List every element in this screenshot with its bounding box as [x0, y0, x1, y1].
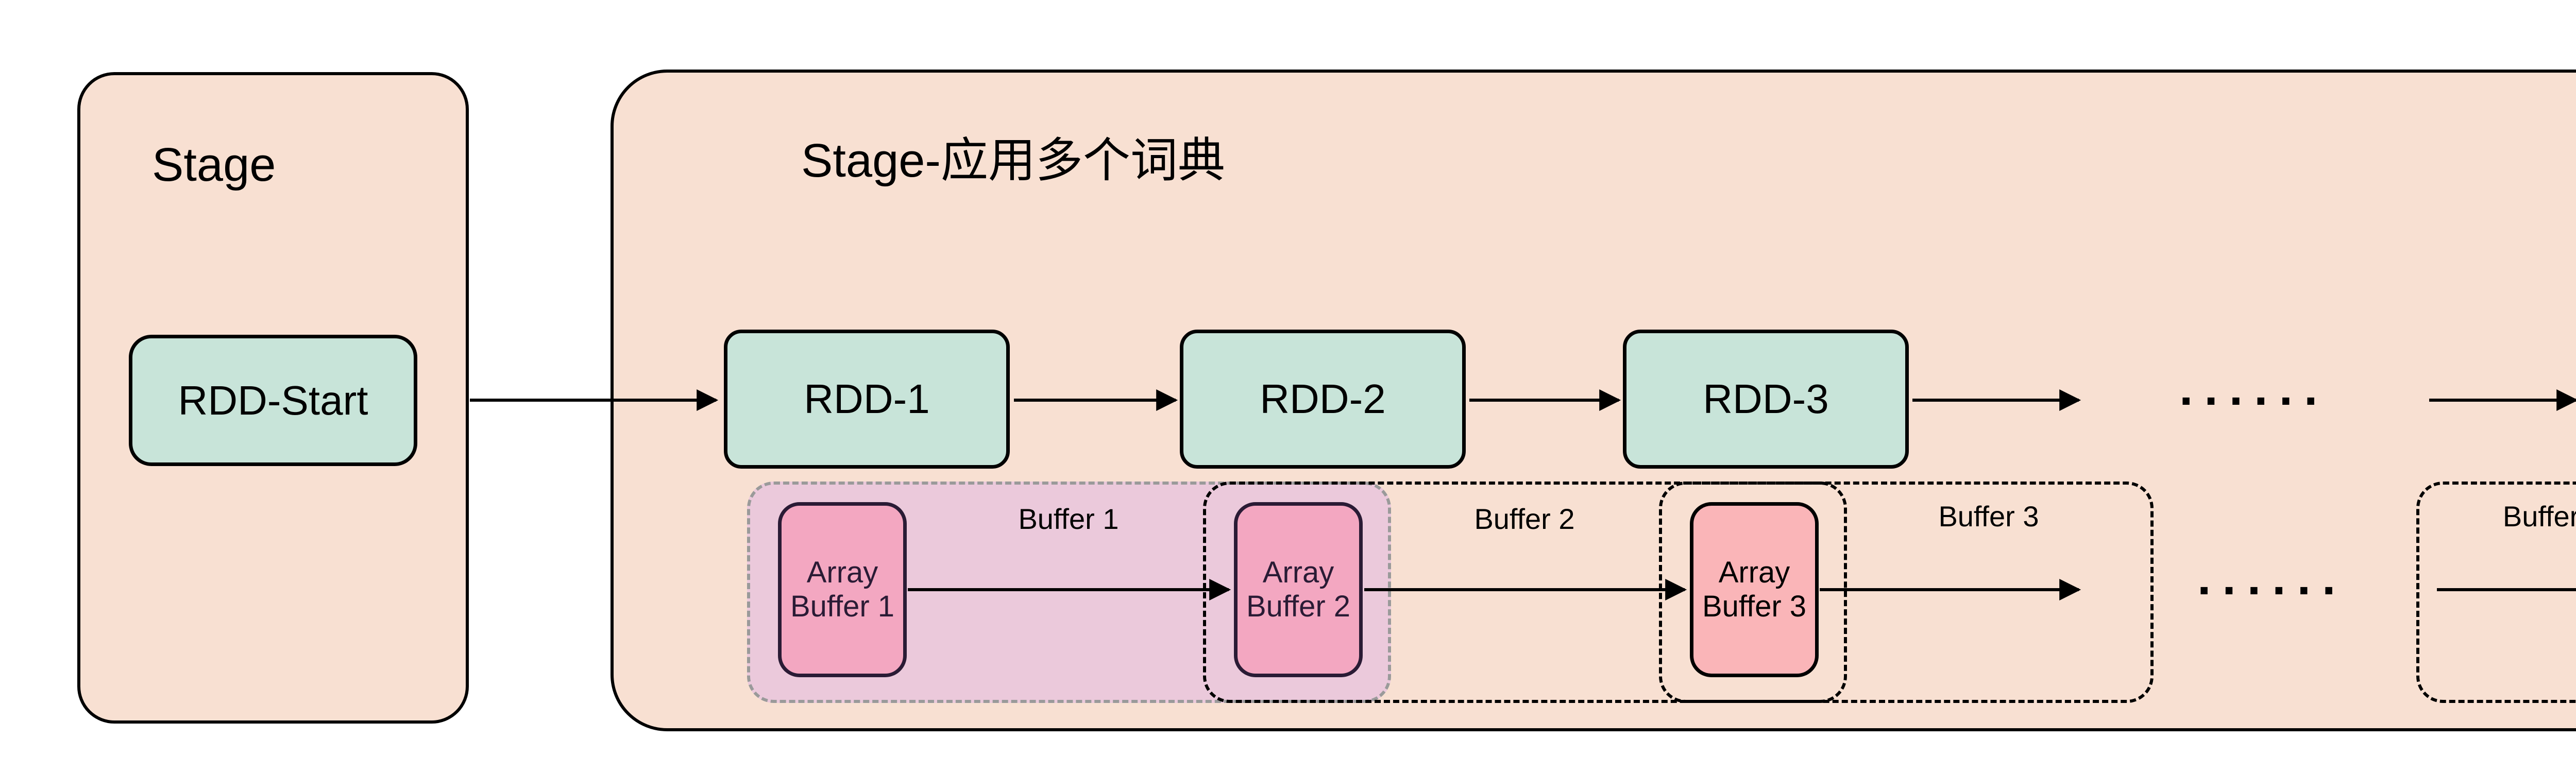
node-rdd-start: RDD-Start [129, 335, 417, 466]
node-array-buffer-2: Array Buffer 2 [1234, 502, 1363, 677]
buffer-region-label-2: Buffer 2 [1474, 503, 1575, 535]
node-rdd-3: RDD-3 [1623, 330, 1909, 469]
node-array-buffer-3: Array Buffer 3 [1690, 502, 1819, 677]
buffer-region-label-3: Buffer 3 [1938, 500, 2039, 532]
node-rdd-1: RDD-1 [724, 330, 1010, 469]
node-rdd-2: RDD-2 [1180, 330, 1466, 469]
buffer-region-3 [1659, 482, 2154, 703]
node-array-buffer-1: Array Buffer 1 [778, 502, 907, 677]
ellipsis-bottom: ...... [2197, 551, 2347, 605]
buffer-region-label-n-1: Buffer N-1 [2502, 500, 2576, 532]
stage-title-middle: Stage-应用多个词典 [801, 134, 1226, 187]
stage-title-left: Stage [152, 139, 276, 191]
buffer-region-n-1 [2416, 482, 2576, 703]
buffer-region-label-1: Buffer 1 [1018, 503, 1119, 535]
ellipsis-top: ...... [2179, 361, 2329, 416]
buffer-region-2 [1203, 482, 1847, 703]
